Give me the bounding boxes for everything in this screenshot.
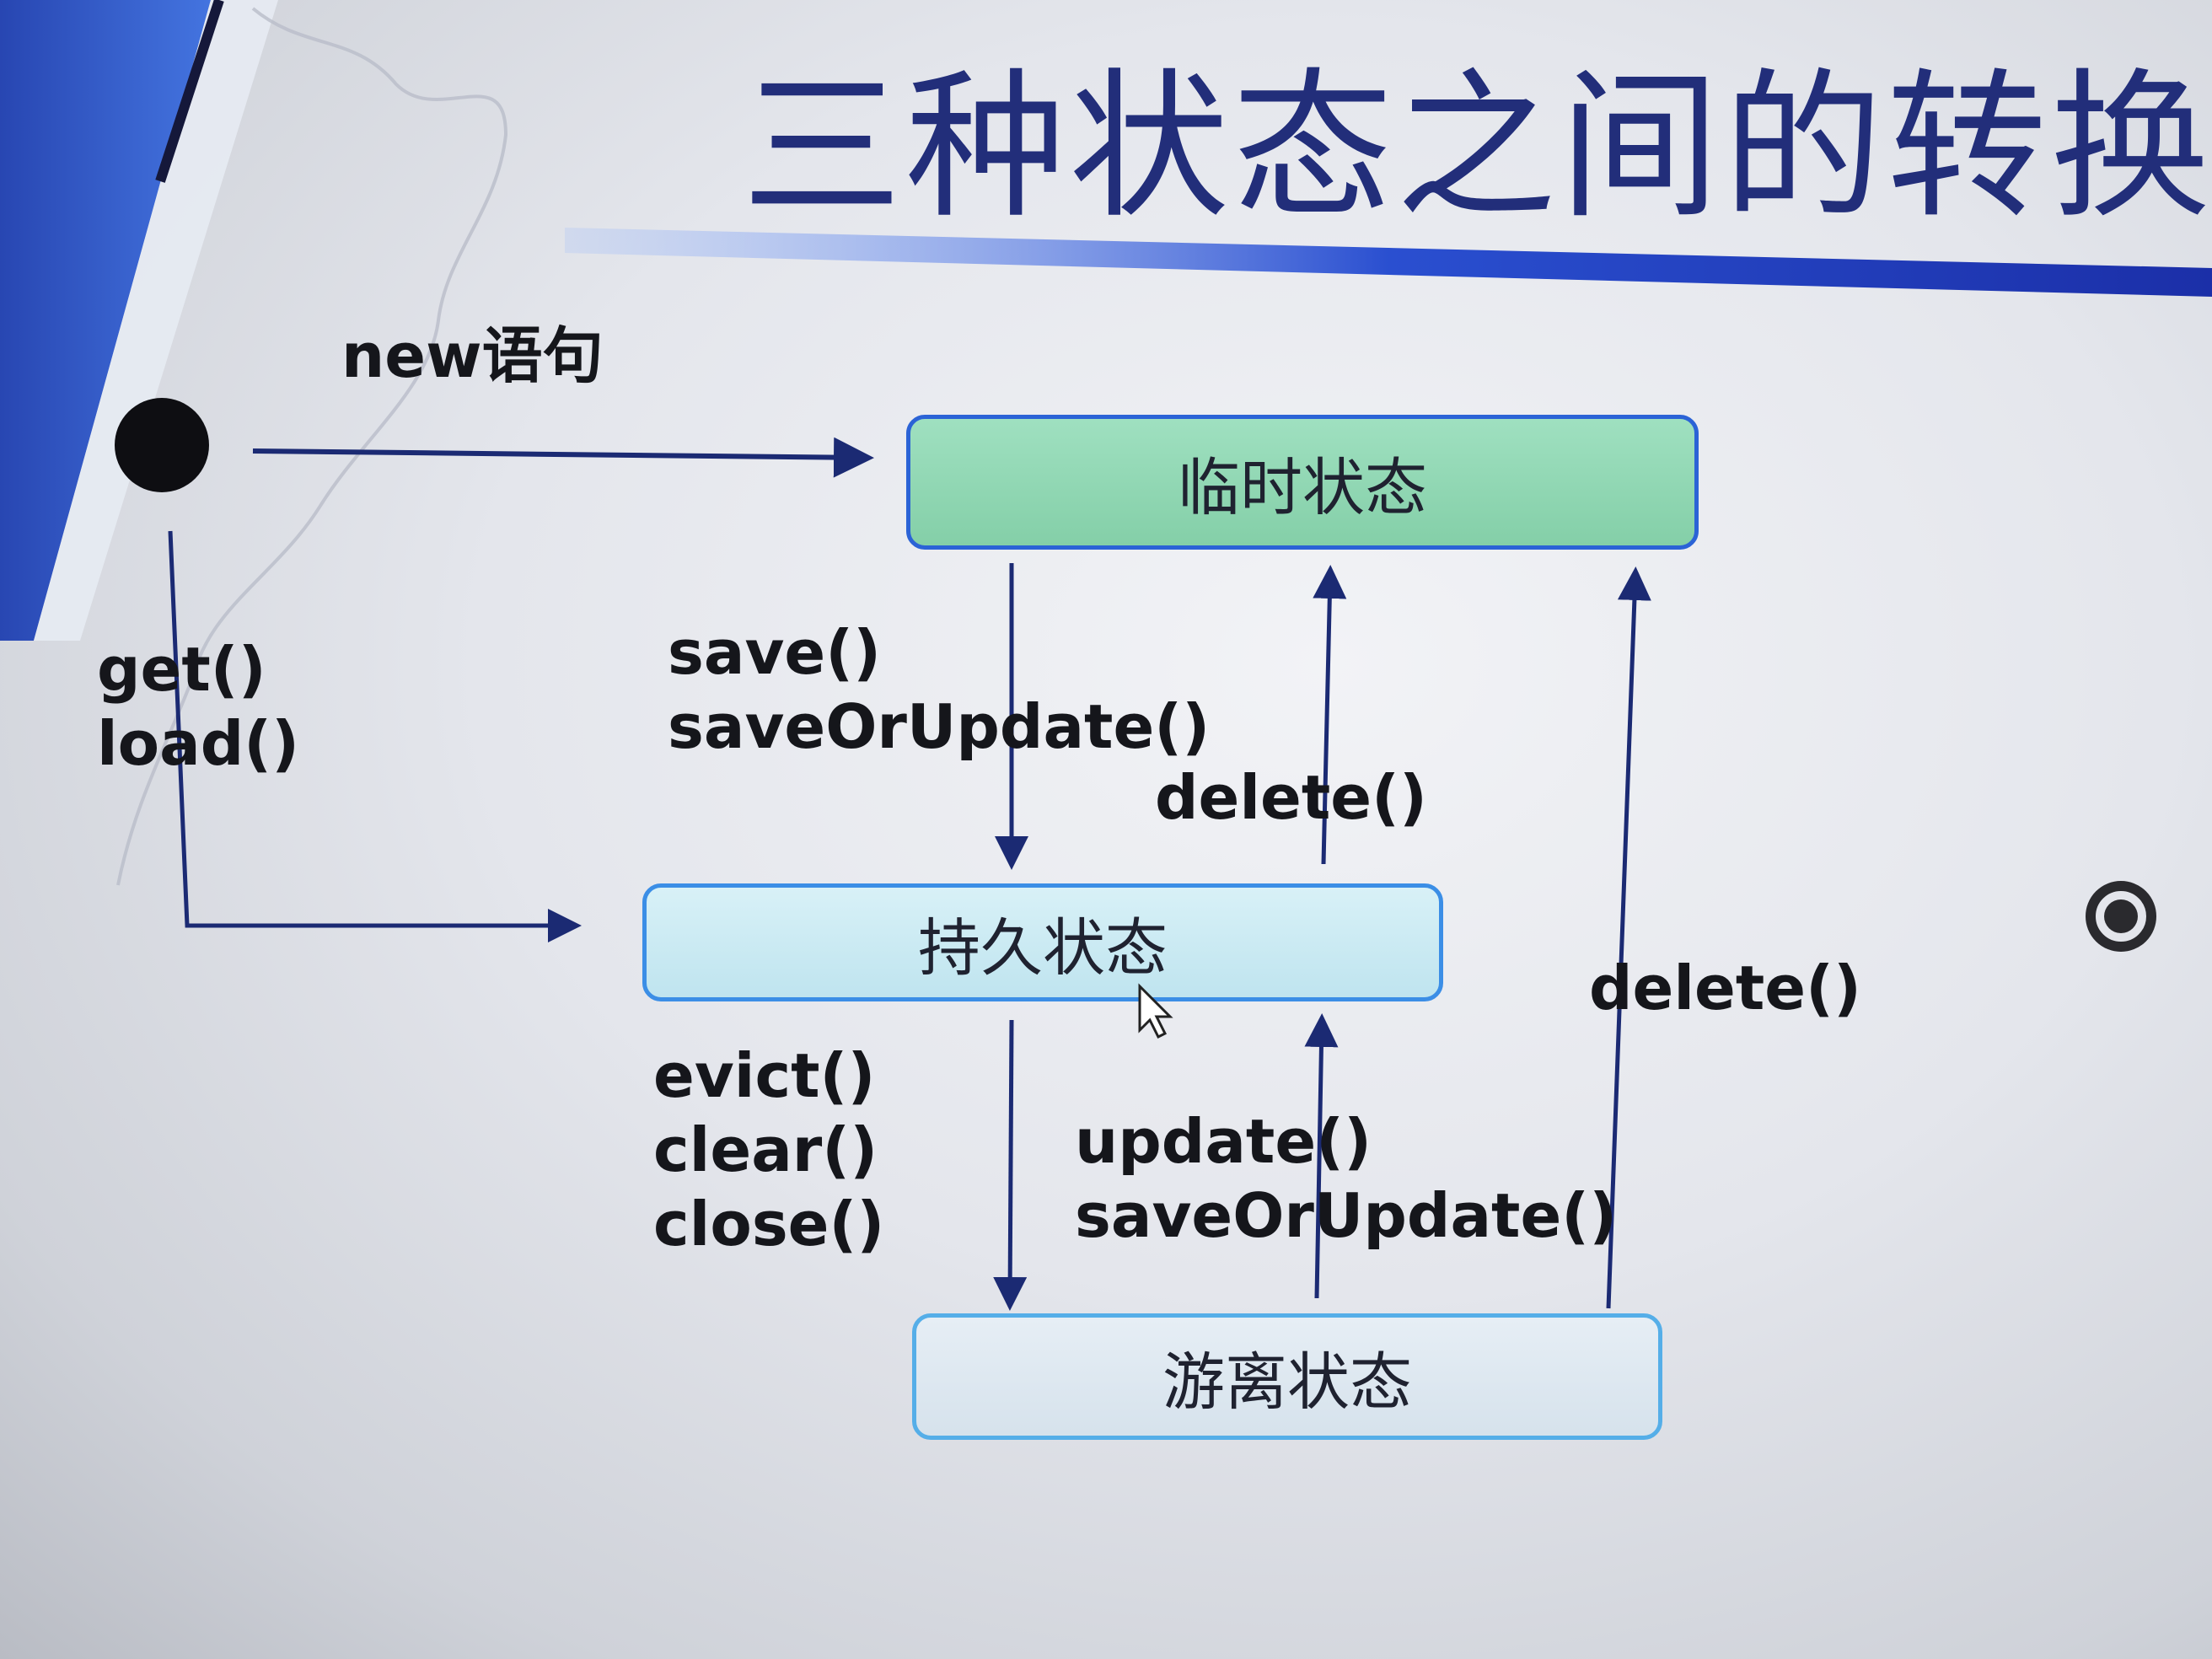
sidebar-stripe bbox=[155, 0, 224, 183]
start-node bbox=[115, 398, 209, 492]
label-evict-3: close() bbox=[653, 1189, 885, 1259]
label-new: new语句 bbox=[341, 320, 604, 391]
arrow-evict bbox=[993, 1019, 1028, 1311]
label-load: load() bbox=[97, 708, 300, 779]
sidebar-band bbox=[0, 0, 211, 641]
state-transient: 临时状态 bbox=[906, 415, 1699, 550]
label-save: save() saveOrUpdate() bbox=[668, 615, 1210, 764]
label-delete-detached: delete() bbox=[1589, 953, 1861, 1023]
label-update: update() saveOrUpdate() bbox=[1075, 1104, 1617, 1253]
label-update-1: update() bbox=[1075, 1106, 1372, 1177]
title-rule bbox=[565, 228, 2212, 297]
state-persistent: 持久状态 bbox=[642, 883, 1443, 1001]
label-save-2: saveOrUpdate() bbox=[668, 691, 1211, 762]
sidebar-band-light bbox=[34, 0, 278, 641]
label-get-load: get() load() bbox=[97, 632, 299, 781]
arrow-get-load bbox=[168, 530, 582, 942]
arrow-delete-detached bbox=[1606, 566, 1651, 1309]
arrow-delete-persistent bbox=[1313, 565, 1347, 865]
label-delete-persistent: delete() bbox=[1155, 762, 1427, 833]
label-update-2: saveOrUpdate() bbox=[1075, 1180, 1618, 1251]
label-evict-2: clear() bbox=[653, 1114, 878, 1185]
label-get: get() bbox=[97, 634, 266, 705]
map-outline bbox=[116, 7, 508, 886]
slide-title: 三种状态之间的转换 bbox=[742, 54, 2212, 240]
state-detached: 游离状态 bbox=[912, 1313, 1662, 1440]
arrow-update bbox=[1304, 1013, 1339, 1299]
arrow-new bbox=[252, 437, 874, 478]
label-save-1: save() bbox=[668, 617, 882, 688]
label-evict: evict() clear() close() bbox=[653, 1039, 884, 1261]
label-evict-1: evict() bbox=[653, 1040, 876, 1111]
record-icon[interactable] bbox=[2086, 881, 2156, 952]
